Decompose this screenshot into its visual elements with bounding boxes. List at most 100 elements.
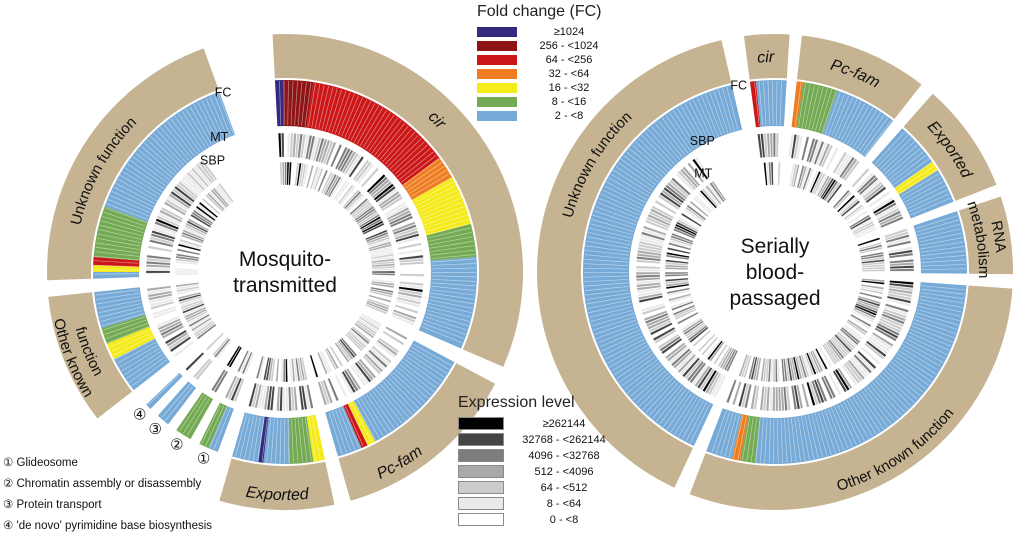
legend-swatch <box>477 41 517 51</box>
legend-swatch <box>458 433 504 446</box>
legend-swatch <box>477 83 517 93</box>
ring-label-fc: FC <box>215 85 232 99</box>
legend-label: 8 - <64 <box>546 497 582 510</box>
legend-swatch <box>477 111 517 121</box>
legend-label: 4096 - <32768 <box>528 449 600 462</box>
legend-swatch <box>458 481 504 494</box>
chart-title: blood- <box>746 261 804 284</box>
expression-ring-1 <box>224 375 245 403</box>
legend-item: 32768 - <262144 <box>458 433 619 446</box>
expression-ring-2 <box>237 350 255 376</box>
sector-label: RNA <box>987 219 1009 253</box>
ring-label-sbp: SBP <box>690 134 715 148</box>
legend-label: 64 - <512 <box>540 481 588 494</box>
legend-swatch <box>458 449 504 462</box>
sector-badge: ② <box>170 437 183 454</box>
expression-ring-2 <box>784 162 843 204</box>
sector-cir: cir <box>272 34 523 367</box>
expression-ring-2 <box>175 282 217 340</box>
expression-ring-1 <box>208 367 229 394</box>
sector-exported: Exported <box>219 355 335 510</box>
chart-title: Serially <box>741 235 810 258</box>
expression-level-legend: Expression level ≥262144 32768 - <262144 4… <box>458 394 619 529</box>
sector-exported: Exported <box>832 93 997 239</box>
expression-ring-1 <box>883 228 915 272</box>
sector-protein-transport: ③ <box>149 337 233 438</box>
sector-badge: ③ <box>149 421 162 438</box>
sector-glideosome: ① <box>197 350 255 468</box>
legend-item: 512 - <4096 <box>458 465 619 478</box>
chart-title: transmitted <box>233 274 337 297</box>
expression-ring-2 <box>224 344 243 368</box>
legend-item: 32 - <64 <box>477 68 616 80</box>
expression-ring-1 <box>145 159 218 277</box>
legend-item: 64 - <256 <box>477 54 616 66</box>
sector-badge: ① <box>197 451 210 468</box>
expression-ring-2 <box>760 161 781 186</box>
expression-ring-1 <box>757 132 783 159</box>
ring-label-fc: FC <box>730 78 747 92</box>
legend-label: 64 - <256 <box>545 54 593 66</box>
expression-ring-1 <box>146 285 195 358</box>
sector-label: Exported <box>245 484 311 504</box>
legend-swatch <box>477 97 517 107</box>
expression-level-legend-items: ≥262144 32768 - <262144 4096 - <32768 512 -… <box>458 417 619 526</box>
legend-swatch <box>458 465 504 478</box>
legend-item: 16 - <32 <box>477 82 616 94</box>
ring-label-sbp: SBP <box>200 153 225 167</box>
expression-ring-2 <box>279 161 396 315</box>
expression-ring-1 <box>185 351 205 372</box>
legend-swatch <box>458 497 504 510</box>
legend-item: 64 - <512 <box>458 481 619 494</box>
expression-ring-2 <box>736 278 885 383</box>
expression-ring-1 <box>725 280 914 412</box>
legend-swatch <box>477 55 517 65</box>
legend-item: 8 - <16 <box>477 96 616 108</box>
footnote: ④ 'de novo' pyrimidine base biosynthesis <box>3 520 213 532</box>
legend-item: ≥1024 <box>477 26 616 38</box>
expression-ring-1 <box>192 358 215 383</box>
sector-label: cir <box>757 49 775 67</box>
expression-ring-1 <box>635 156 727 399</box>
legend-item: 0 - <8 <box>458 513 619 526</box>
legend-label: 32768 - <262144 <box>522 433 606 446</box>
sector-pc-fam: Pc-fam <box>309 312 496 501</box>
legend-label: 32 - <64 <box>548 68 590 80</box>
expression-ring-2 <box>174 182 234 276</box>
sector-pyrimidine-biosynthesis: ④ <box>133 332 225 424</box>
sector-cir: cir <box>743 33 790 186</box>
legend-swatch <box>458 513 504 526</box>
footnote: ② Chromatin assembly or disassembly <box>3 478 202 490</box>
ring-label-mt: MT <box>210 130 228 144</box>
legend-swatch <box>477 69 517 79</box>
sector-badge: ④ <box>133 407 146 424</box>
footnote: ③ Protein transport <box>3 499 102 511</box>
sector-chromatin-assembly: ② <box>170 344 243 454</box>
expression-ring-2 <box>832 189 877 239</box>
expression-ring-2 <box>857 237 886 272</box>
sector-pc-fam: Pc-fam <box>784 35 922 204</box>
expression-ring-2 <box>255 355 308 383</box>
legend-label: ≥1024 <box>553 26 585 38</box>
expression-ring-2 <box>664 180 739 372</box>
expression-ring-1 <box>248 382 314 412</box>
ring-label-mt: MT <box>694 166 712 180</box>
expression-level-legend-title: Expression level <box>458 394 575 411</box>
fold-change-legend-title: Fold change (FC) <box>477 3 602 20</box>
expression-ring-2 <box>205 332 225 351</box>
sector-other-known-function: Other known function <box>689 278 1013 510</box>
legend-item: ≥262144 <box>458 417 619 430</box>
legend-label: 2 - <8 <box>554 110 584 122</box>
legend-swatch <box>458 417 504 430</box>
chart-title: passaged <box>729 287 820 310</box>
legend-item: 8 - <64 <box>458 497 619 510</box>
